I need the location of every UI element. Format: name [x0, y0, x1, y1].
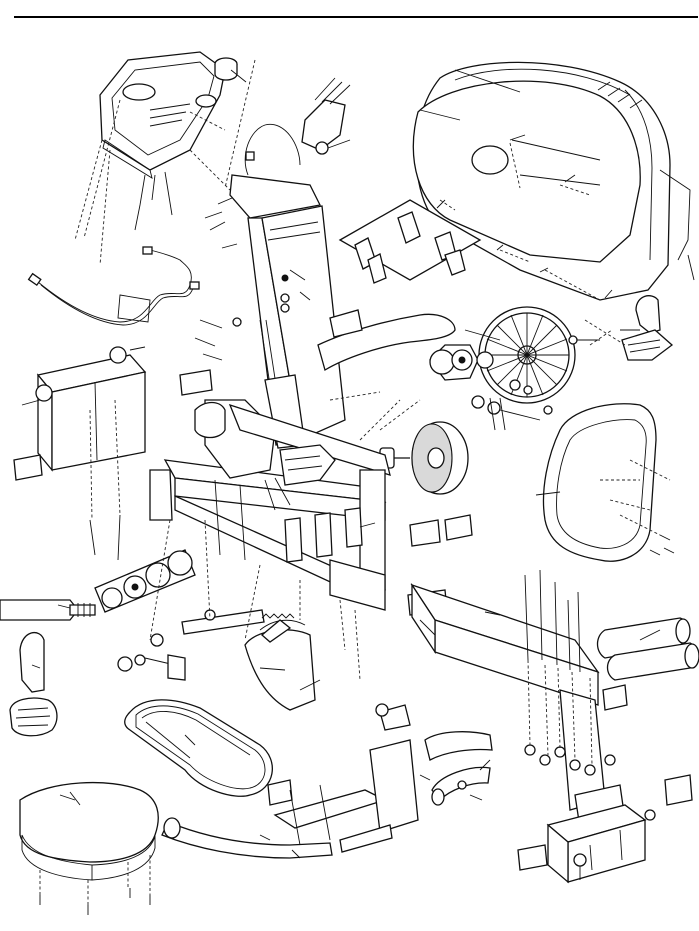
shield-guide-lines	[439, 142, 601, 301]
flywheel	[379, 421, 469, 495]
stabilizer-bolts	[524, 569, 616, 776]
handlebar-front	[317, 309, 456, 371]
backrest-screws	[649, 534, 675, 556]
handlebar-seat	[161, 817, 333, 859]
shield-bracket-group	[338, 199, 482, 284]
rear-guide-lines	[527, 659, 593, 766]
connector-small	[245, 151, 255, 161]
left-frame-tube	[36, 354, 147, 472]
side-shield-left	[412, 80, 641, 263]
leveler	[573, 809, 656, 880]
pedal-right	[621, 295, 674, 361]
console-knob	[214, 57, 247, 83]
header-rule	[14, 16, 698, 18]
console	[99, 51, 226, 179]
tension-assembly	[301, 77, 351, 155]
pedal-left	[9, 631, 58, 737]
left-hardware	[21, 346, 146, 561]
endcaps	[13, 369, 693, 871]
brake-cover	[244, 619, 321, 711]
frame-guide-lines	[149, 391, 421, 681]
axle	[117, 609, 265, 681]
console-guide-lines	[74, 59, 256, 266]
main-frame	[149, 399, 391, 611]
foam-grips	[596, 617, 699, 681]
crank-arm	[0, 599, 96, 621]
seat	[19, 781, 159, 881]
crank-bearings	[94, 549, 196, 613]
spring	[261, 613, 295, 619]
shield-screws	[436, 81, 695, 299]
seat-guide	[39, 855, 151, 905]
axle-hardware	[471, 335, 600, 431]
leader-lines	[31, 69, 661, 771]
seat-screws	[39, 888, 151, 915]
pedal-right-guide	[584, 319, 626, 346]
upright-fasteners	[194, 197, 311, 361]
seat-hardware	[259, 703, 483, 859]
upright-cable	[244, 123, 301, 176]
backrest	[542, 403, 657, 562]
bearing-stack	[429, 344, 494, 381]
frame-mounts	[284, 507, 363, 563]
seat-frame	[273, 704, 419, 853]
front-stabilizer	[546, 804, 647, 884]
magnet-bracket	[264, 444, 336, 511]
wire-harness	[27, 171, 200, 326]
drive-belt	[124, 699, 273, 797]
pulley	[478, 306, 576, 404]
